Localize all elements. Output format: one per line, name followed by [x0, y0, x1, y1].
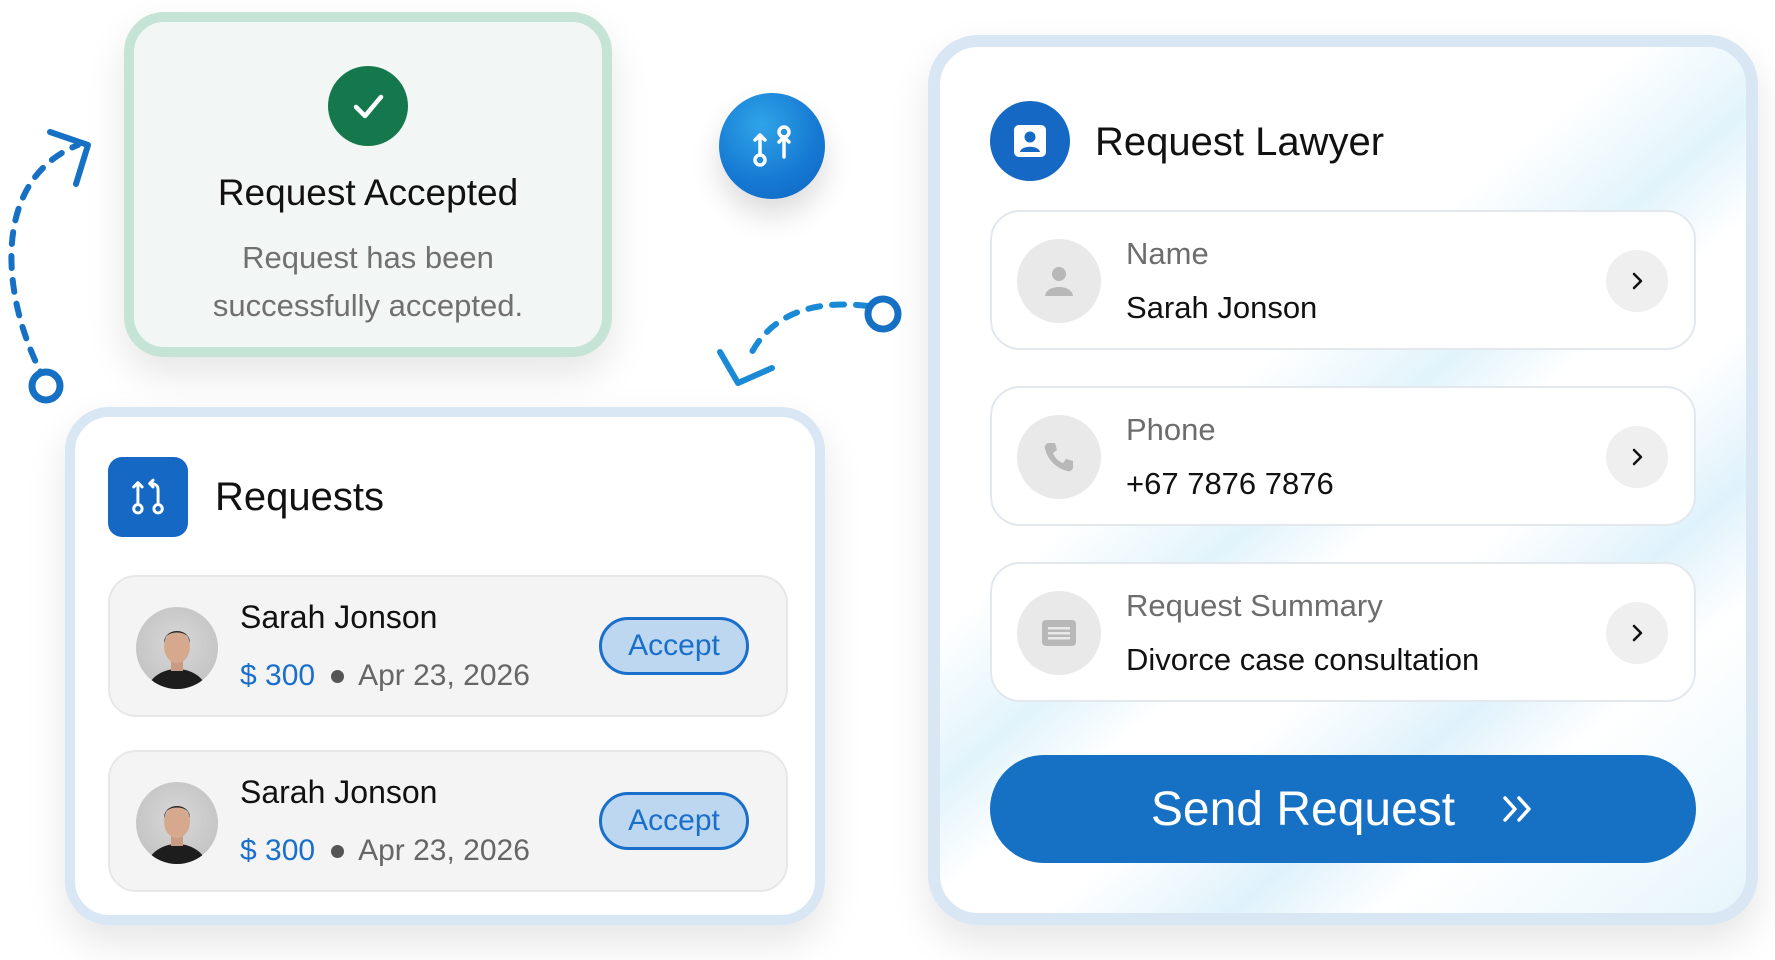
- send-request-label: Send Request: [1150, 782, 1456, 836]
- document-icon: [1017, 591, 1101, 675]
- field-label: Phone: [1126, 412, 1216, 447]
- name-field[interactable]: Name Sarah Jonson: [990, 210, 1696, 350]
- request-accepted-card: Request Accepted Request has been succes…: [124, 12, 612, 357]
- field-value: +67 7876 7876: [1126, 466, 1334, 501]
- chevron-right-icon[interactable]: [1606, 602, 1668, 664]
- request-meta: $ 300 Apr 23, 2026: [240, 834, 530, 868]
- git-compare-icon: [753, 125, 791, 167]
- requests-title: Requests: [215, 475, 384, 519]
- field-label: Name: [1126, 236, 1209, 271]
- request-date: Apr 23, 2026: [358, 659, 530, 692]
- chevron-right-icon[interactable]: [1606, 250, 1668, 312]
- chevron-right-icon[interactable]: [1606, 426, 1668, 488]
- request-row: Sarah Jonson $ 300 Apr 23, 2026 Accept: [108, 575, 788, 717]
- dashed-arrow-left: [8, 129, 91, 404]
- accepted-title: Request Accepted: [217, 172, 519, 213]
- contact-card-icon: [990, 101, 1070, 181]
- request-row: Sarah Jonson $ 300 Apr 23, 2026 Accept: [108, 750, 788, 892]
- separator-dot: [331, 844, 345, 858]
- double-chevron-right-icon: [1503, 796, 1531, 822]
- request-summary-field[interactable]: Request Summary Divorce case consultatio…: [990, 562, 1696, 702]
- requests-card: Requests Sarah Jonson $ 300 Apr 23, 2026…: [65, 407, 825, 925]
- avatar: [136, 607, 218, 689]
- field-value: Divorce case consultation: [1126, 642, 1480, 677]
- requester-name: Sarah Jonson: [240, 774, 438, 810]
- phone-field[interactable]: Phone +67 7876 7876: [990, 386, 1696, 526]
- person-icon: [1017, 239, 1101, 323]
- send-request-button[interactable]: Send Request: [990, 755, 1696, 863]
- phone-icon: [1017, 415, 1101, 499]
- request-date: Apr 23, 2026: [358, 834, 530, 867]
- request-lawyer-title: Request Lawyer: [1095, 120, 1385, 164]
- accept-button[interactable]: Accept: [599, 617, 749, 675]
- separator-dot: [331, 669, 345, 683]
- request-lawyer-card: Request Lawyer Name Sarah Jonson Phone +…: [928, 35, 1758, 925]
- swap-bubble: [719, 93, 825, 199]
- check-icon: [328, 66, 408, 146]
- accept-button[interactable]: Accept: [599, 792, 749, 850]
- avatar: [136, 782, 218, 864]
- request-price: $ 300: [240, 659, 316, 692]
- field-value: Sarah Jonson: [1126, 290, 1318, 325]
- dashed-arrow-center: [717, 295, 902, 386]
- git-compare-icon: [108, 457, 188, 537]
- field-label: Request Summary: [1126, 588, 1383, 623]
- accepted-message: Request has been successfully accepted.: [212, 240, 524, 323]
- request-meta: $ 300 Apr 23, 2026: [240, 659, 530, 693]
- request-price: $ 300: [240, 834, 316, 867]
- requester-name: Sarah Jonson: [240, 599, 438, 635]
